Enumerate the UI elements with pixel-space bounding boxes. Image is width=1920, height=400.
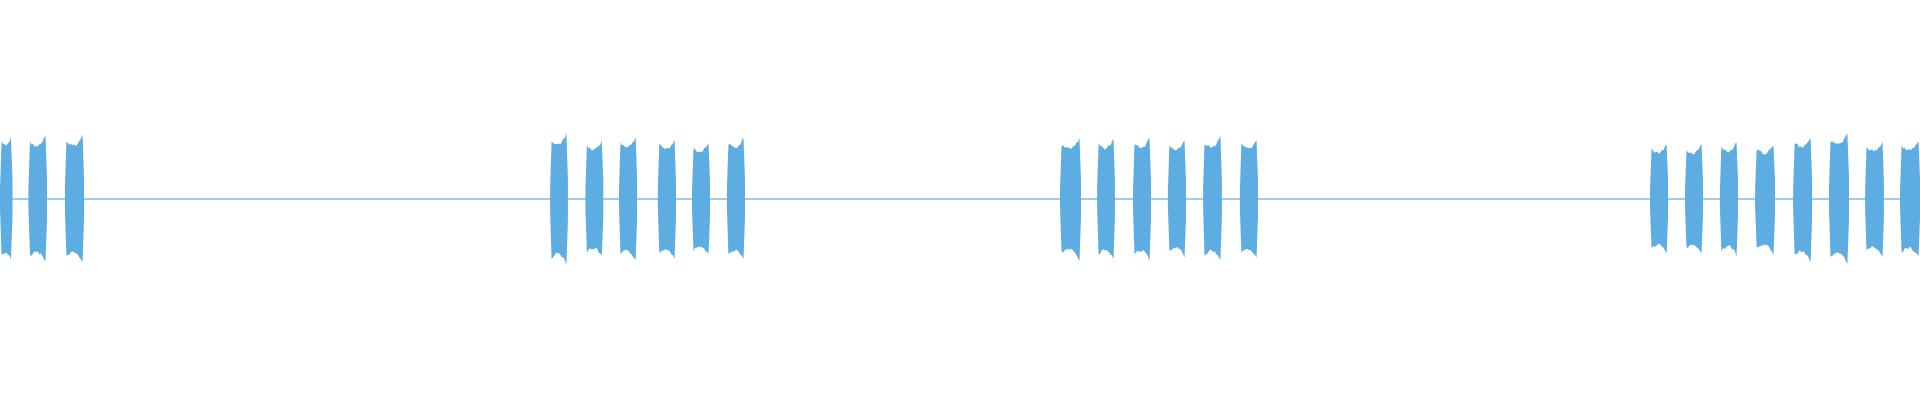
- waveform-pulse: [726, 138, 745, 260]
- burst-group-1: [0, 134, 85, 262]
- waveform-pulse: [64, 134, 85, 262]
- waveform-layer: [0, 133, 1920, 266]
- waveform-pulse: [1719, 142, 1738, 257]
- waveform-baseline: [0, 198, 1920, 200]
- waveform-pulse: [585, 140, 604, 256]
- waveform-pulse: [619, 136, 638, 260]
- waveform-pulse: [1793, 137, 1813, 263]
- waveform-pulse: [0, 137, 13, 260]
- waveform-pulse: [1755, 145, 1775, 255]
- burst-group-3: [1060, 136, 1258, 262]
- waveform-pulse: [1900, 141, 1920, 257]
- waveform-pulse: [1060, 138, 1081, 261]
- waveform-pulse: [692, 143, 710, 255]
- waveform-pulse: [1865, 141, 1884, 258]
- waveform-pulse: [550, 133, 568, 266]
- burst-group-4: [1650, 133, 1920, 264]
- waveform-pulse: [1685, 143, 1703, 254]
- waveform-pulse: [1239, 140, 1258, 258]
- waveform-pulse: [1167, 140, 1186, 258]
- waveform-pulse: [1133, 137, 1151, 262]
- waveform-pulse: [1650, 144, 1669, 254]
- burst-group-2: [550, 133, 745, 266]
- waveform-pulse: [1829, 133, 1849, 264]
- waveform-pulse: [657, 139, 676, 260]
- waveform-pulse: [1097, 139, 1115, 260]
- waveform-pulse: [28, 135, 47, 262]
- waveform-pulse: [1203, 136, 1222, 260]
